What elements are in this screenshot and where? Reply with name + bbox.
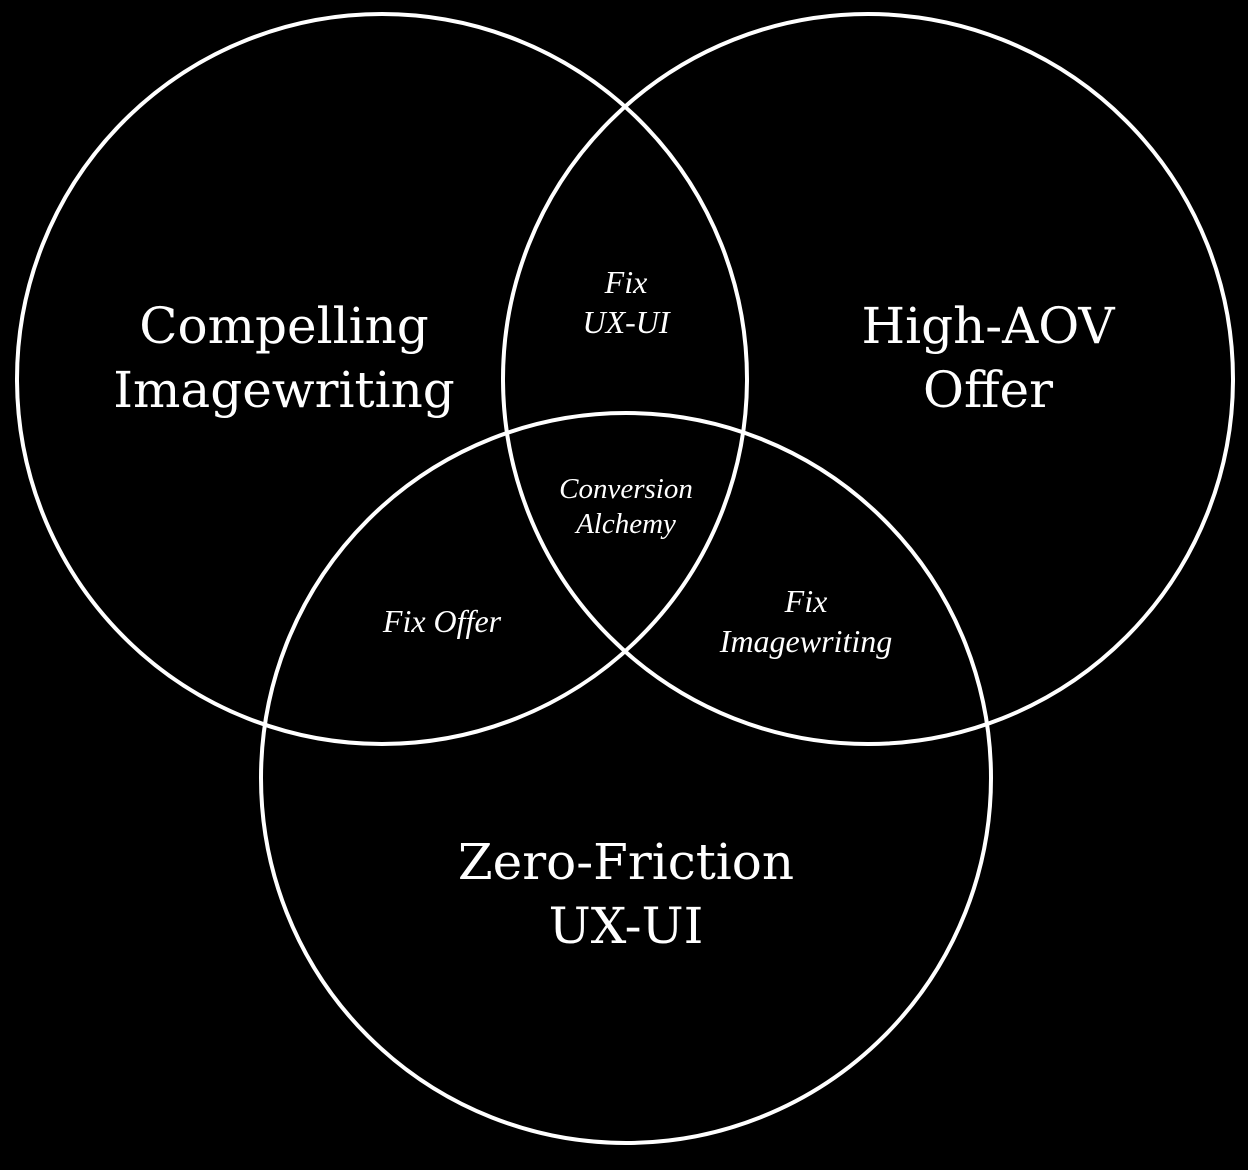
label-overlap-fix-offer: Fix Offer <box>383 601 501 641</box>
label-line: Fix <box>604 264 648 300</box>
label-line: Offer <box>922 361 1053 419</box>
label-overlap-fix-ux-ui: Fix UX-UI <box>582 262 669 342</box>
label-center-conversion-alchemy: Conversion Alchemy <box>559 472 693 542</box>
label-line: High-AOV <box>861 297 1115 355</box>
label-high-aov-offer: High-AOV Offer <box>861 294 1114 422</box>
label-zero-friction-ux-ui: Zero-Friction UX-UI <box>458 830 794 958</box>
label-line: Imagewriting <box>719 623 893 659</box>
circle-zero-friction-ux-ui <box>259 411 993 1145</box>
label-line: Alchemy <box>576 508 676 540</box>
circle-compelling-imagewriting <box>15 12 749 746</box>
label-line: Fix <box>784 583 828 619</box>
label-line: Zero-Friction <box>457 833 795 891</box>
label-line: Conversion <box>559 473 693 505</box>
label-overlap-fix-imagewriting: Fix Imagewriting <box>720 581 892 661</box>
label-line: Fix Offer <box>382 603 502 639</box>
circle-high-aov-offer <box>501 12 1235 746</box>
label-compelling-imagewriting: Compelling Imagewriting <box>113 294 455 422</box>
label-line: UX-UI <box>582 304 670 340</box>
label-line: Imagewriting <box>113 361 455 419</box>
label-line: Compelling <box>139 297 429 355</box>
label-line: UX-UI <box>548 897 704 955</box>
